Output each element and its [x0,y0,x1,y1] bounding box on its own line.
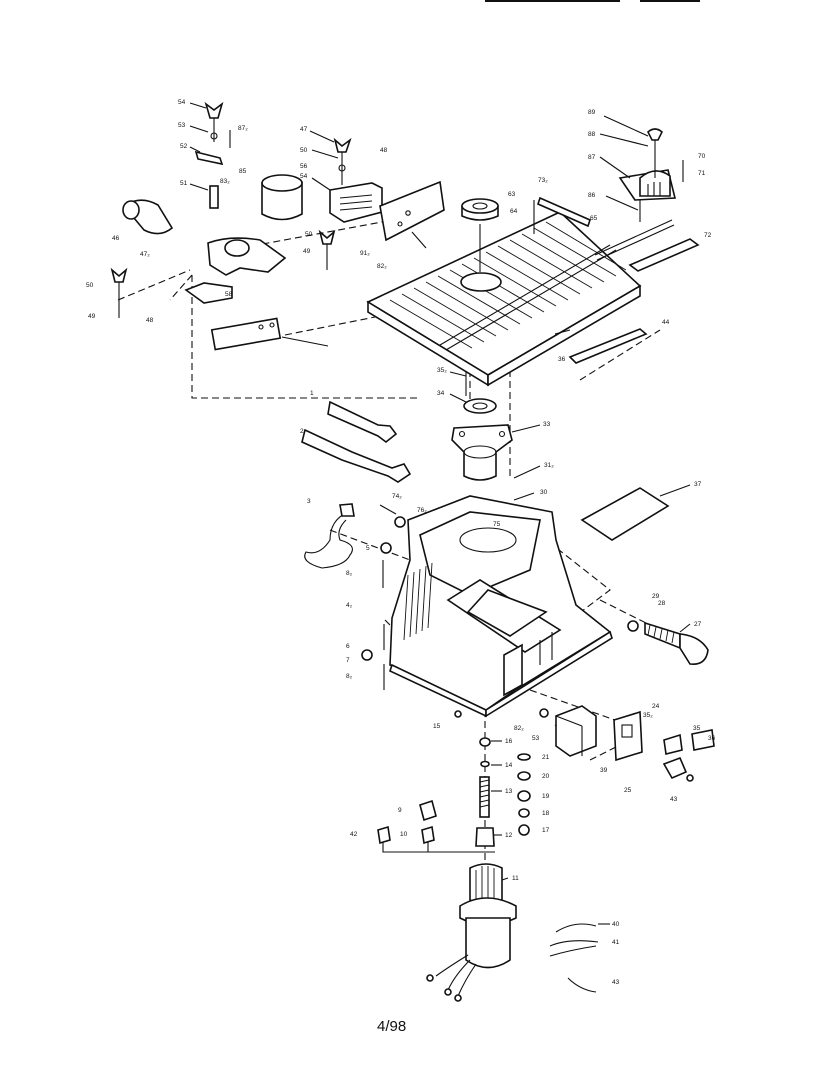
part-label: 3 [307,498,311,505]
part-label: 7 [346,657,350,664]
part-label: 35₂ [437,367,447,374]
part-label: 87₂ [238,125,248,132]
part-label: 43 [612,979,620,986]
part-label: 34 [437,390,445,397]
part-label: 74₂ [392,493,402,500]
part-label: 37 [694,481,702,488]
part-label: 43 [670,796,678,803]
part-label: 63 [508,191,516,198]
part-label: 70 [698,153,706,160]
part-label: 49 [303,248,311,255]
switch-box [539,705,715,782]
part-label: 24 [652,703,660,710]
part-label: 54 [300,173,308,180]
part-label: 4₂ [346,602,353,609]
part-label: 21 [542,754,550,761]
table-top [366,196,700,387]
part-label: 8₂ [346,673,353,680]
part-label: 65 [590,215,598,222]
part-label: 27 [694,621,702,628]
part-label: 48 [380,147,388,154]
part-label: 2 [300,428,304,435]
part-label: 58 [225,291,233,298]
leaders [189,102,691,925]
part-label: 8₂ [346,570,353,577]
part-label: 39 [600,767,608,774]
part-label: 54 [178,99,186,106]
part-label: 30 [540,489,548,496]
motor [426,863,599,1002]
part-label: 20 [542,773,550,780]
part-label: 29 [652,593,660,600]
part-label: 44 [662,319,670,326]
part-labels: 54 53 87₂ 52 51 85 83₂ 47 50 56 54 46 47… [86,99,716,986]
part-label: 49 [88,313,96,320]
part-label: 83₂ [220,178,230,185]
part-label: 47₂ [140,251,150,258]
part-label: 48 [146,317,154,324]
page-number: 4/98 [377,1018,407,1035]
part-label: 53 [178,122,186,129]
part-label: 85 [239,168,247,175]
part-label: 41 [612,939,620,946]
base-cabinet [304,487,670,718]
part-label: 56 [300,163,308,170]
part-label: 14 [505,762,513,769]
fence-assembly [110,101,445,351]
part-label: 82₂ [377,263,387,270]
part-label: 5 [366,545,370,552]
part-label: 31₂ [544,462,554,469]
part-label: 36 [708,735,716,742]
part-label: 25 [624,787,632,794]
part-label: 19 [542,793,550,800]
part-label: 12 [505,832,513,839]
part-label: 28 [658,600,666,607]
part-label: 89 [588,109,596,116]
part-label: 82₂ [514,725,524,732]
part-label: 71 [698,170,706,177]
miter-gauge [618,128,684,222]
part-label: 53 [532,735,540,742]
part-label: 64 [510,208,518,215]
part-label: 35 [693,725,701,732]
part-label: 33 [543,421,551,428]
part-label: 36 [558,356,566,363]
part-label: 9 [398,807,402,814]
hardware-stack [377,737,531,847]
part-label: 75 [493,521,501,528]
part-label: 11 [512,875,519,882]
part-label: 18 [542,810,550,817]
part-label: 1 [310,390,314,397]
part-label: 52 [180,143,188,150]
trunnion-parts [301,372,513,483]
part-label: 73₂ [538,177,548,184]
crank-handle [627,620,709,666]
part-label: 50 [86,282,94,289]
part-label: 87 [588,154,596,161]
part-label: 46 [112,235,120,242]
part-label: 86 [588,192,596,199]
part-label: 15 [433,723,441,730]
part-label: 51 [180,180,188,187]
part-label: 50 [305,231,313,238]
part-label: 88 [588,131,596,138]
part-label: 42 [350,831,358,838]
part-label: 16 [505,738,513,745]
part-label: 40 [612,921,620,928]
part-label: 91₂ [360,250,370,257]
part-label: 10 [400,831,408,838]
part-label: 47 [300,126,308,133]
part-label: 17 [542,827,550,834]
part-label: 72 [704,232,712,239]
part-label: 35₂ [643,712,653,719]
part-label: 13 [505,788,513,795]
part-label: 50 [300,147,308,154]
part-label: 6 [346,643,350,650]
part-label: 76₂ [417,507,427,514]
